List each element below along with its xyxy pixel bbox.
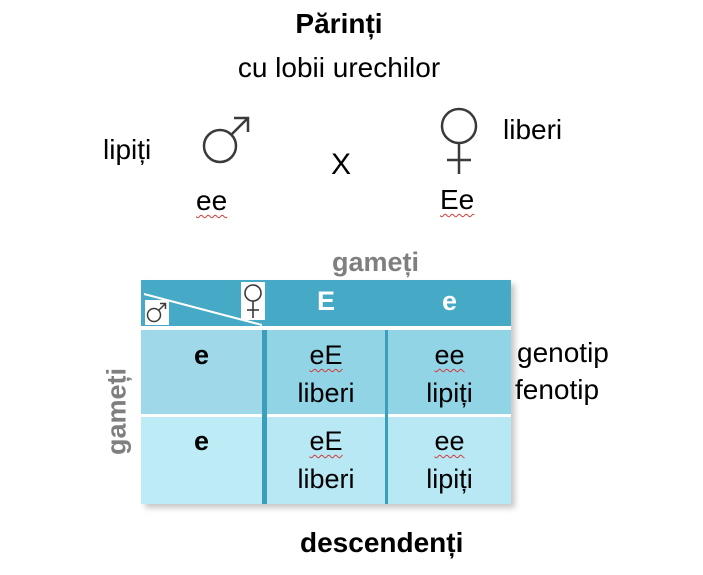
legend-genotype: genotip: [517, 337, 609, 368]
male-symbol-icon: [198, 113, 254, 169]
cell-genotype: ee: [434, 426, 465, 456]
column-divider: [262, 330, 267, 504]
legend-phenotype: fenotip: [515, 374, 600, 405]
gametes-top-label: gameți: [332, 247, 420, 277]
row-gamete-cell: [141, 417, 262, 504]
column-header-e: e: [441, 286, 458, 316]
row-gamete-cell: [141, 330, 262, 414]
father-phenotype: lipiți: [103, 134, 152, 165]
offspring-label: descendenți: [300, 527, 464, 558]
page-title: Părinți: [295, 8, 383, 39]
corner-male-symbol-icon: [145, 300, 169, 325]
table-cell: ee lipiți: [388, 336, 511, 412]
gametes-side-label: gameți: [101, 367, 132, 456]
mother-genotype: Ee: [440, 184, 475, 215]
corner-female-symbol-icon: [241, 282, 265, 320]
page-subtitle: cu lobii urechilor: [237, 52, 441, 83]
mother-phenotype: liberi: [503, 114, 563, 145]
table-cell: eE liberi: [267, 422, 385, 498]
cell-phenotype: lipiți: [426, 378, 473, 408]
cell-genotype: ee: [434, 340, 465, 370]
cell-genotype: eE: [309, 340, 343, 370]
cell-phenotype: liberi: [297, 464, 355, 494]
column-divider: [385, 330, 388, 504]
cell-phenotype: liberi: [297, 378, 355, 408]
row-divider: [141, 414, 511, 417]
punnett-square: E e e eE liberi ee lipiți e eE liberi ee…: [141, 280, 511, 504]
header-divider: [141, 326, 511, 330]
father-genotype: ee: [196, 185, 228, 216]
table-cell: ee lipiți: [388, 422, 511, 498]
cell-phenotype: lipiți: [426, 464, 473, 494]
cell-genotype: eE: [309, 426, 343, 456]
row-gamete-label: e: [193, 426, 210, 456]
column-header-E: E: [316, 286, 335, 316]
female-symbol-icon: [436, 104, 482, 178]
table-header-row: [141, 280, 511, 326]
table-cell: eE liberi: [267, 336, 385, 412]
row-gamete-label: e: [193, 340, 210, 370]
cross-sign: X: [331, 148, 352, 181]
